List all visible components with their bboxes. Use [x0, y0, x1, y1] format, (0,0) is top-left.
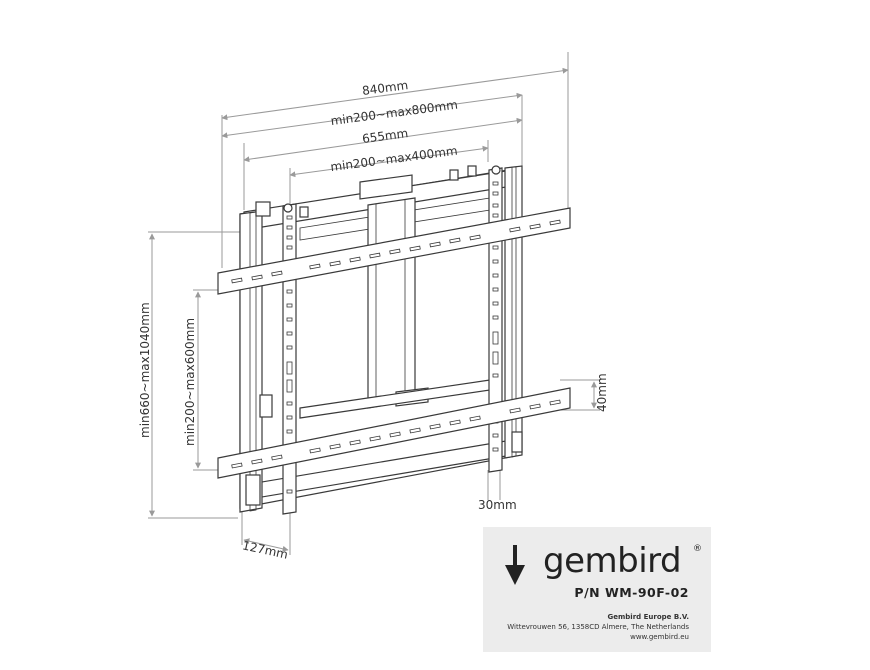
- company-address: Wittevrouwen 56, 1358CD Almere, The Neth…: [507, 623, 689, 631]
- brand-logo-text: gembird: [543, 541, 682, 581]
- product-label: gembird ® P/N WM-90F-02 Gembird Europe B…: [483, 527, 711, 652]
- dim-outer-width: 840mm: [361, 78, 409, 98]
- downward-arrow-icon: [505, 545, 525, 585]
- wall-mount-frame: [217, 165, 571, 515]
- company-name: Gembird Europe B.V.: [607, 613, 690, 621]
- company-website: www.gembird.eu: [630, 633, 689, 641]
- registered-mark: ®: [693, 544, 702, 554]
- dim-inner-vesa-range: min200~max400mm: [330, 144, 459, 175]
- bottom-rail-slots: [231, 399, 561, 469]
- dim-overall-height: min660~max1040mm: [138, 302, 152, 438]
- dim-rail-height: 40mm: [595, 373, 609, 412]
- top-rail-slots: [231, 219, 561, 284]
- left-strap-slots: [286, 215, 293, 494]
- dim-vertical-vesa: min200~max600mm: [183, 318, 197, 446]
- dim-inner-width: 655mm: [361, 126, 409, 146]
- part-number: P/N WM-90F-02: [574, 585, 689, 600]
- dim-outer-vesa-range: min200~max800mm: [330, 98, 459, 129]
- dim-rail-thickness: 30mm: [478, 498, 517, 512]
- dim-depth: 127mm: [241, 538, 289, 561]
